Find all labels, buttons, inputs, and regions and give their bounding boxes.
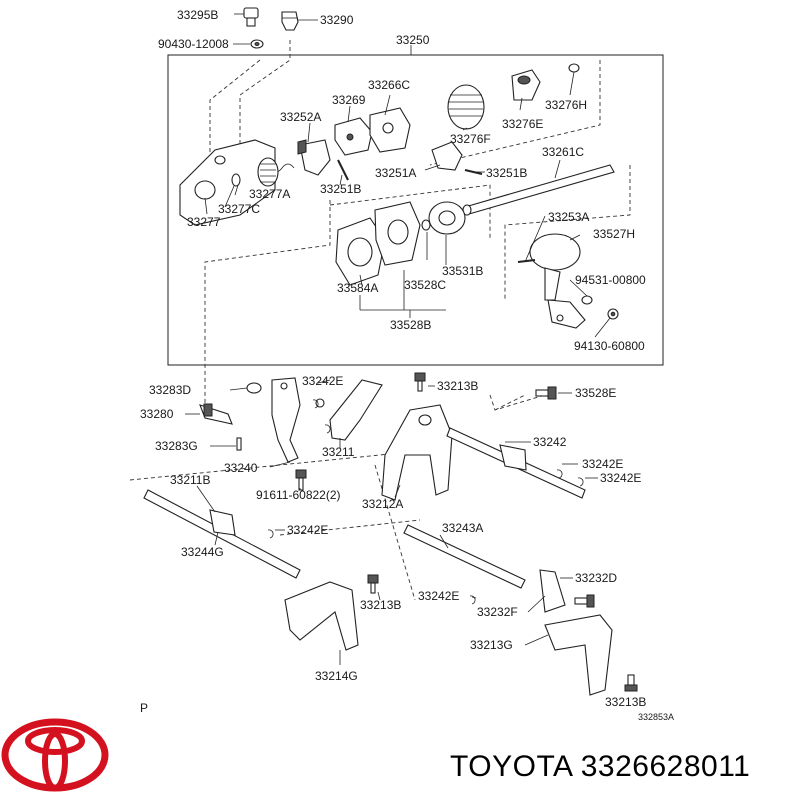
- part-33213G-fork: [544, 614, 613, 696]
- part-33251B-pin: [337, 159, 349, 181]
- label-33276H: 33276H: [545, 98, 587, 112]
- part-33213B-bolt-top: [414, 372, 426, 392]
- label-33242E-5: 33242E: [418, 589, 459, 603]
- label-33251B-2: 33251B: [486, 166, 527, 180]
- label-33213B: 33213B: [437, 379, 478, 393]
- label-33242: 33242: [533, 435, 567, 449]
- part-labels: 33295B 33290 90430-12008 33250 33266C 33…: [140, 8, 674, 722]
- label-33212A: 33212A: [362, 497, 403, 511]
- label-33276F: 33276F: [450, 132, 491, 146]
- label-33213B-2: 33213B: [360, 598, 401, 612]
- label-33211: 33211: [322, 445, 355, 459]
- part-91611-bolt: [295, 469, 307, 491]
- label-33252A: 33252A: [280, 110, 321, 124]
- label-33250: 33250: [396, 33, 430, 47]
- label-33251B: 33251B: [320, 182, 361, 196]
- part-33295B-plug: [243, 7, 259, 27]
- part-33277-housing: [179, 139, 276, 226]
- label-33531B: 33531B: [442, 264, 483, 278]
- part-33290-switch: [281, 11, 299, 31]
- part-33232F-head: [539, 569, 566, 613]
- part-33528E-bolt: [535, 386, 557, 400]
- label-33251A: 33251A: [375, 166, 416, 180]
- label-33261C: 33261C: [542, 145, 584, 159]
- leader-lines: [185, 13, 611, 665]
- label-33253A: 33253A: [548, 210, 589, 224]
- label-33528E: 33528E: [575, 386, 616, 400]
- clip-parts: [267, 399, 584, 605]
- part-33527H-knob: [517, 233, 581, 301]
- label-33232D: 33232D: [575, 571, 617, 585]
- brand-part-number: TOYOTA 3326628011: [450, 750, 750, 783]
- label-33283G: 33283G: [155, 439, 198, 453]
- part-33240-lever: [271, 377, 301, 463]
- label-33277A: 33277A: [249, 187, 290, 201]
- part-33253A-lever: [547, 299, 586, 329]
- label-90430-12008: 90430-12008: [158, 37, 229, 51]
- part-33211-lever: [315, 379, 383, 441]
- part-33528C-retainer: [374, 201, 421, 266]
- part-33276F-spring: [447, 84, 485, 130]
- part-33213B-bolt-mid: [367, 574, 379, 594]
- guide-lines: [129, 40, 631, 601]
- part-33277A-spring: [257, 157, 295, 187]
- part-33251A-lever: [431, 141, 483, 175]
- part-33266C-block: [369, 107, 411, 153]
- part-33243A-shaft: [403, 524, 526, 589]
- label-33283D: 33283D: [149, 383, 191, 397]
- part-33232D-bolt: [574, 594, 595, 608]
- label-33527H: 33527H: [593, 227, 635, 241]
- label-33211B: 33211B: [170, 473, 210, 487]
- part-33283D-plug: [246, 382, 262, 394]
- part-33269-plate: [334, 117, 373, 156]
- label-33242E: 33242E: [302, 374, 343, 388]
- part-33280-sensor: [199, 403, 233, 425]
- part-33242-shaft: [446, 427, 586, 499]
- label-33280: 33280: [140, 407, 174, 421]
- label-91611-60822: 91611-60822(2): [256, 488, 341, 502]
- label-33269: 33269: [332, 93, 366, 107]
- part-90430-gasket: [250, 39, 264, 49]
- label-33277C: 33277C: [218, 202, 260, 216]
- label-33276E: 33276E: [502, 117, 543, 131]
- label-33242E-4: 33242E: [287, 523, 328, 537]
- label-33213B-3: 33213B: [605, 695, 646, 709]
- part-33261C-shaft: [462, 164, 615, 216]
- label-33277: 33277: [187, 215, 221, 229]
- label-33242E-2: 33242E: [582, 457, 623, 471]
- label-33266C: 33266C: [368, 78, 410, 92]
- label-33528B: 33528B: [390, 318, 431, 332]
- label-94130-60800: 94130-60800: [574, 339, 645, 353]
- label-33213G: 33213G: [470, 638, 513, 652]
- part-94130-nut: [607, 308, 619, 320]
- label-33244G: 33244G: [181, 545, 224, 559]
- part-33212A-fork: [381, 404, 453, 501]
- label-33240: 33240: [224, 461, 258, 475]
- label-33243A: 33243A: [442, 521, 483, 535]
- label-33290: 33290: [320, 13, 354, 27]
- part-33531B-seal: [421, 201, 466, 235]
- label-33528C: 33528C: [404, 278, 446, 292]
- label-33214G: 33214G: [315, 669, 358, 683]
- part-33283G-pin: [236, 437, 242, 451]
- label-33242E-3: 33242E: [600, 471, 641, 485]
- part-33214G-fork: [284, 581, 359, 651]
- part-33584A-cover: [335, 217, 386, 286]
- subassembly-frame: [167, 45, 664, 366]
- label-33295B: 33295B: [177, 8, 218, 22]
- toyota-logo-icon: [1, 718, 109, 792]
- part-33244G-shaft: [143, 489, 301, 579]
- label-33584A: 33584A: [337, 281, 378, 295]
- part-33252A-gate: [297, 139, 331, 176]
- part-94531-nut: [581, 295, 593, 305]
- part-33276H-clip: [568, 63, 580, 73]
- label-94531-00800: 94531-00800: [575, 273, 646, 287]
- label-P: P: [140, 701, 148, 715]
- label-33232F: 33232F: [477, 605, 518, 619]
- label-332853A: 332853A: [638, 712, 674, 722]
- part-33276E-bush: [511, 69, 541, 101]
- part-33213B-bolt-bottom: [624, 674, 638, 692]
